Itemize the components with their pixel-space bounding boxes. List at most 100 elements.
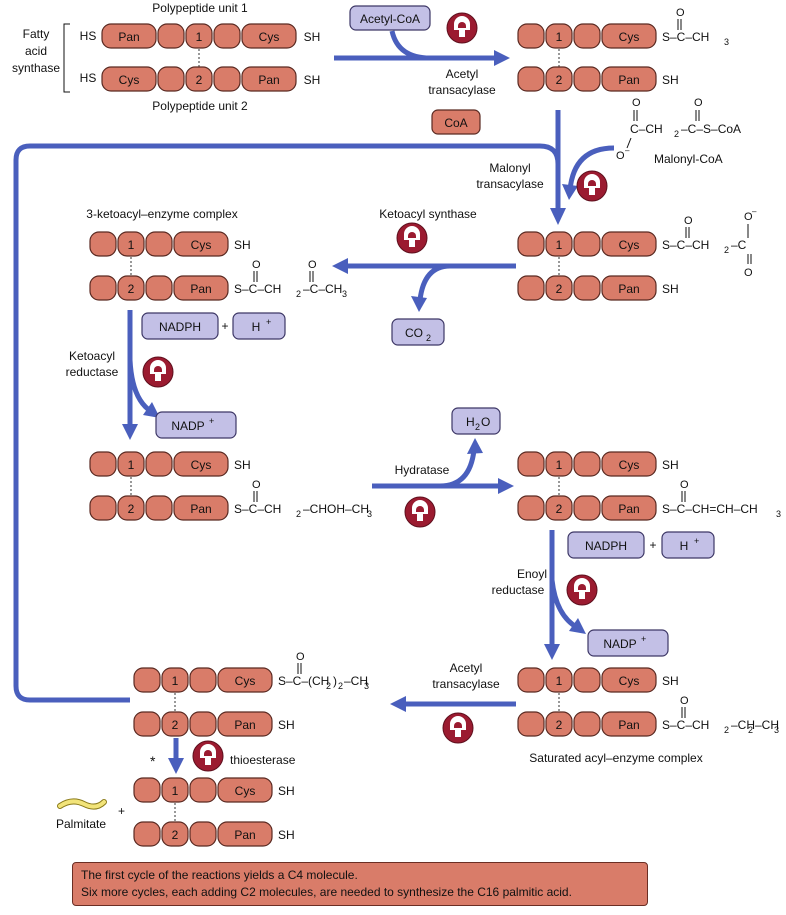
svg-text:2: 2 — [724, 245, 729, 255]
svg-text:2: 2 — [338, 681, 343, 691]
svg-text:1: 1 — [556, 30, 563, 44]
svg-text:Pan: Pan — [618, 718, 639, 732]
svg-text:3: 3 — [724, 37, 729, 47]
polypeptide-unit-2: HS Cys 2 Pan SH — [80, 66, 321, 92]
svg-text:HS: HS — [80, 71, 97, 85]
ketoacyl-synthase-label: Ketoacyl synthase — [379, 207, 477, 221]
acetyl-enzyme-complex: 1 Cys S–C–CH 3 O 2 Pan SH — [517, 7, 729, 92]
acetyl-coa-incoming-arrow — [389, 30, 431, 61]
svg-text:Pan: Pan — [258, 73, 279, 87]
malonyl-transacylase-label: Malonyl — [489, 161, 530, 175]
malonyl-coa-structure: O O C–CH 2 –C–S–CoA O – Malonyl-CoA — [616, 97, 741, 166]
svg-text:3: 3 — [776, 509, 781, 519]
svg-text:O: O — [684, 215, 693, 227]
svg-text:O: O — [676, 7, 685, 19]
svg-text:–C–S–CoA: –C–S–CoA — [681, 122, 741, 136]
svg-text:2: 2 — [326, 681, 331, 691]
palmitate-label: Palmitate — [56, 817, 106, 831]
svg-text:HS: HS — [80, 29, 97, 43]
svg-text:reductase: reductase — [66, 365, 119, 379]
cys-domain — [241, 23, 297, 49]
svg-text:H: H — [680, 539, 689, 553]
svg-text:+: + — [118, 804, 125, 818]
svg-text:transacylase: transacylase — [428, 83, 496, 97]
coa-label: CoA — [444, 116, 467, 130]
svg-text:1: 1 — [556, 458, 563, 472]
svg-text:Cys: Cys — [119, 73, 140, 87]
svg-text:Cys: Cys — [619, 674, 640, 688]
svg-text:Fatty: Fatty — [23, 27, 50, 41]
svg-text:SH: SH — [662, 458, 679, 472]
svg-text:SH: SH — [234, 458, 251, 472]
svg-text:–CHOH–CH: –CHOH–CH — [303, 502, 369, 516]
summary-line-1: The first cycle of the reactions yields … — [81, 868, 358, 882]
free-enzyme: 1 Cys SH 2 Pan SH — [133, 777, 295, 847]
svg-text:Pan: Pan — [618, 73, 639, 87]
acetyl-coa-box — [349, 5, 431, 31]
nadph-label-1: NADPH — [159, 320, 201, 334]
ketoacyl-enzyme-complex: 1 Cys SH 2 Pan S–C–CH 2 –C–CH 3 O O — [89, 231, 347, 301]
svg-text:Cys: Cys — [235, 674, 256, 688]
svg-text:S–C–CH: S–C–CH — [234, 282, 281, 296]
svg-text:+: + — [209, 416, 214, 426]
asterisk-marker: * — [150, 753, 156, 769]
svg-text:–: – — [752, 207, 757, 216]
svg-text:S–C–(CH: S–C–(CH — [278, 674, 329, 688]
svg-text:S–C–CH=CH–CH: S–C–CH=CH–CH — [662, 502, 758, 516]
nadp-label-2: NADP — [603, 637, 636, 651]
nadp-box-2 — [587, 629, 669, 657]
saturated-acyl-enzyme-complex: 1 Cys SH 2 Pan S–C–CH 2 –CH 2 –CH 3 O — [517, 667, 779, 737]
svg-text:S–C–CH: S–C–CH — [662, 718, 709, 732]
svg-text:): ) — [333, 674, 337, 688]
svg-text:2: 2 — [674, 129, 679, 139]
svg-text:transacylase: transacylase — [476, 177, 544, 191]
svg-text:–CH: –CH — [344, 674, 368, 688]
svg-text:2: 2 — [128, 502, 135, 516]
polypeptide-unit-1: HS Pan 1 Cys SH — [80, 23, 321, 49]
svg-text:3: 3 — [367, 509, 372, 519]
svg-text:1: 1 — [172, 674, 179, 688]
svg-text:+: + — [649, 538, 656, 552]
coa-box — [431, 109, 481, 135]
svg-text:Cys: Cys — [191, 458, 212, 472]
enzyme-icon-ketoacyl-reductase — [142, 356, 174, 388]
cycle-return-arrow — [13, 143, 561, 703]
svg-text:SH: SH — [304, 30, 321, 44]
hydratase-label: Hydratase — [395, 463, 450, 477]
svg-text:3: 3 — [342, 289, 347, 299]
svg-text:SH: SH — [278, 784, 295, 798]
nadph-box-2 — [567, 531, 645, 559]
svg-text:+: + — [266, 317, 271, 327]
summary-note: The first cycle of the reactions yields … — [72, 862, 648, 906]
svg-text:Pan: Pan — [190, 502, 211, 516]
svg-text:–CH: –CH — [755, 718, 779, 732]
svg-text:S–C–CH: S–C–CH — [662, 30, 709, 44]
svg-text:S–C–CH: S–C–CH — [662, 238, 709, 252]
svg-text:3: 3 — [774, 725, 779, 735]
svg-text:2: 2 — [556, 502, 563, 516]
svg-text:Pan: Pan — [618, 282, 639, 296]
svg-text:2: 2 — [748, 725, 753, 735]
enzyme-icon-ketoacyl-synthase — [396, 222, 428, 254]
h2o-label: H — [466, 415, 475, 429]
svg-text:O: O — [694, 97, 703, 109]
enzyme-icon-malonyl-transacylase — [576, 170, 608, 202]
svg-text:2: 2 — [475, 422, 480, 432]
svg-text:SH: SH — [662, 282, 679, 296]
svg-text:SH: SH — [304, 73, 321, 87]
svg-text:3: 3 — [364, 681, 369, 691]
svg-text:Cys: Cys — [619, 30, 640, 44]
acyl-chain-enzyme-complex: 1 Cys S–C–(CH 2 ) 2 –CH 3 O 2 Pan SH — [133, 651, 369, 737]
co2-box — [391, 318, 445, 346]
svg-text:O: O — [252, 259, 261, 271]
svg-text:2: 2 — [128, 282, 135, 296]
svg-text:–CH: –CH — [731, 718, 755, 732]
svg-text:O: O — [616, 150, 625, 162]
enzyme-icon-acetyl-transacylase-1 — [446, 12, 478, 44]
svg-text:2: 2 — [172, 718, 179, 732]
svg-text:Cys: Cys — [191, 238, 212, 252]
svg-text:C–CH: C–CH — [630, 122, 663, 136]
svg-text:+: + — [221, 319, 228, 333]
svg-text:1: 1 — [556, 674, 563, 688]
